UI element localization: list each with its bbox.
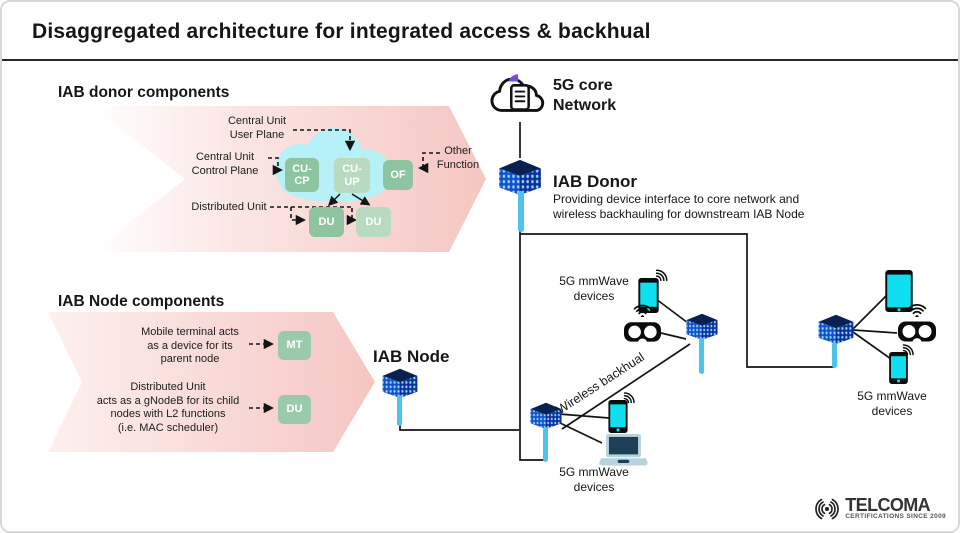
iab-donor-title: IAB Donor	[553, 172, 638, 191]
antenna-icon-right	[817, 313, 855, 345]
box-of: OF	[383, 160, 413, 190]
logo-signal-icon	[815, 498, 840, 520]
label-other-function: Other Function	[436, 145, 480, 171]
antenna-pole-iab-donor	[517, 191, 524, 232]
box-cu-cp: CU- CP	[285, 158, 319, 192]
signal-waves-icon-right-vr	[907, 297, 927, 317]
logo-tagline: CERTIFICATIONS SINCE 2009	[845, 513, 946, 520]
signal-waves-icon-bottom-phone	[622, 389, 638, 405]
box-du-1: DU	[309, 207, 344, 237]
signal-waves-icon-right-phone	[901, 341, 917, 357]
5g-core-cloud-icon	[488, 66, 550, 122]
core-network-label: 5G core Network	[553, 77, 617, 114]
antenna-pole-mid	[698, 338, 704, 374]
box-cu-up: CU- UP	[334, 158, 370, 193]
box-node-du: DU	[278, 395, 311, 424]
telcoma-logo: TELCOMA CERTIFICATIONS SINCE 2009	[813, 495, 946, 521]
box-du-2: DU	[356, 207, 391, 237]
donor-section-heading: IAB donor components	[58, 84, 230, 101]
antenna-pole-iab-node	[396, 395, 402, 426]
label-node-distributed-unit: Distributed Unit acts as a gNodeB for it…	[96, 381, 240, 434]
logo-name: TELCOMA	[845, 495, 931, 515]
label-central-unit-control-plane: Central Unit Control Plane	[191, 151, 259, 177]
antenna-pole-right	[832, 342, 837, 368]
laptop-icon	[599, 434, 648, 467]
iab-donor-description: Providing device interface to core netwo…	[553, 192, 805, 221]
devices-label-top: 5G mmWave devices	[559, 274, 629, 303]
title-divider	[2, 59, 958, 61]
antenna-icon-mid	[685, 312, 719, 341]
devices-label-right: 5G mmWave devices	[857, 389, 927, 418]
page-title: Disaggregated architecture for integrate…	[32, 20, 651, 43]
label-mobile-terminal: Mobile terminal acts as a device for its…	[141, 326, 239, 365]
label-central-unit-user-plane: Central Unit User Plane	[227, 115, 287, 141]
antenna-pole-bottom	[542, 427, 548, 462]
node-section-heading: IAB Node components	[58, 293, 225, 310]
iab-node-title: IAB Node	[373, 347, 450, 366]
devices-label-bottom: 5G mmWave devices	[559, 465, 629, 494]
signal-waves-icon-top-phone	[654, 266, 671, 283]
box-mt: MT	[278, 331, 311, 360]
label-distributed-unit: Distributed Unit	[191, 201, 267, 213]
